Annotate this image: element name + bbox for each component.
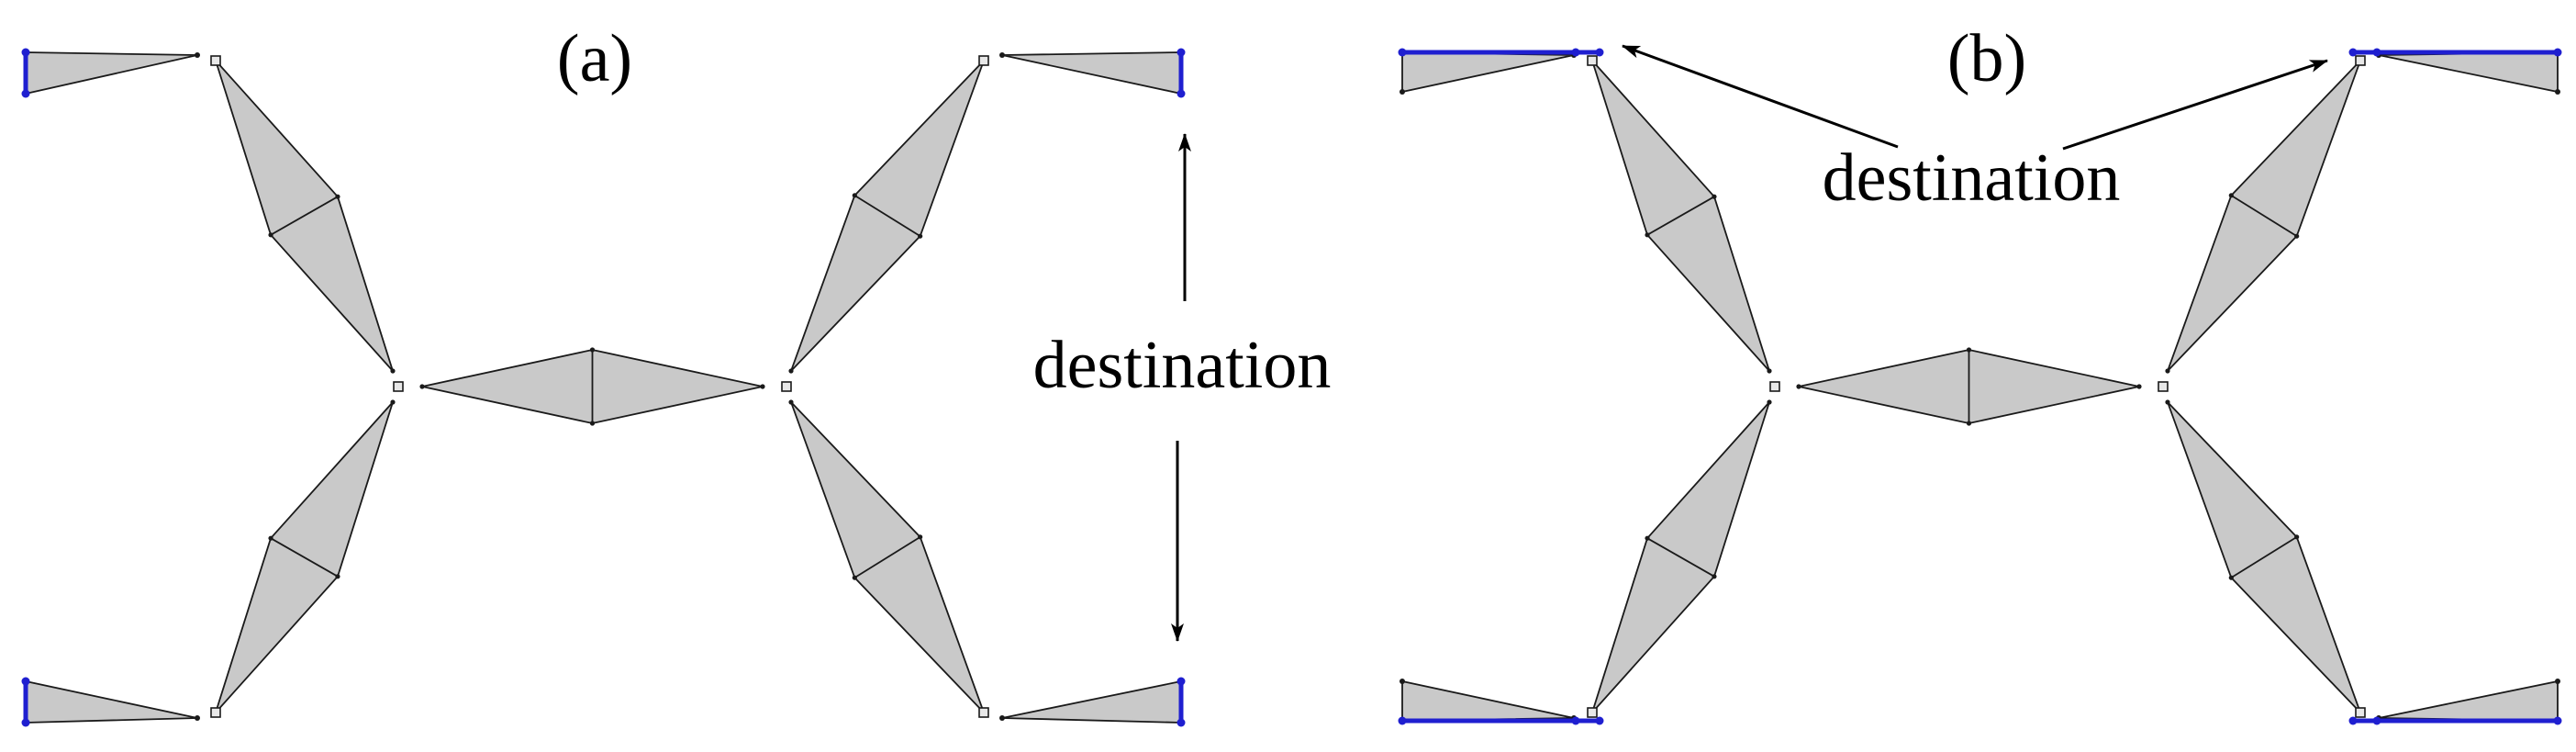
destination-node-top-right-1 [2372, 48, 2381, 57]
panel-b-destination-label: destination [1823, 140, 2121, 216]
arm-kite-bottom-left-node-2 [1645, 535, 1650, 541]
panel-a [21, 48, 1186, 727]
arm-kite-bottom-right-node-3 [2294, 534, 2300, 540]
arm-kite-top-left-brace [1646, 196, 1715, 236]
panel-b-arrow-right [2062, 59, 2328, 151]
arm-kite-top-right-node-3 [2228, 193, 2234, 198]
link-node-top-left-0 [195, 52, 200, 58]
center-kite-node-1 [760, 384, 765, 389]
arm-hub-bottom-left [1587, 707, 1598, 718]
arm-kite-bottom-left-brace [1646, 537, 1715, 578]
panel-a-label: (a) [557, 21, 632, 96]
arm-kite-top-left-node-3 [268, 232, 273, 238]
link-node-bottom-right-0 [999, 715, 1005, 721]
destination-node-top-right-0 [2553, 48, 2562, 57]
hub-left [1769, 381, 1780, 392]
center-kite-node-0 [1796, 384, 1801, 389]
panel-b-label: (b) [1947, 21, 2026, 96]
arm-kite-bottom-left-brace [270, 537, 339, 578]
link-tri-top-right [2378, 51, 2559, 94]
arm-hub-top-left [210, 55, 221, 66]
link-node-bottom-left-0 [195, 715, 200, 721]
arm-kite-top-right-node-2 [918, 233, 923, 239]
destination-node-top-left-2 [1595, 48, 1604, 57]
destination-node-bottom-left-0 [21, 677, 30, 686]
panel-a-destination-label: destination [1033, 328, 1332, 403]
arm-kite-bottom-left-node-3 [335, 574, 340, 579]
arm-kite-bottom-right-node-2 [852, 575, 857, 580]
link-node-bottom-left-2 [1400, 679, 1405, 684]
center-kite-node-0 [419, 384, 425, 389]
arm-kite-bottom-right-brace [2230, 536, 2298, 578]
arm-kite-top-left-node-2 [1712, 194, 1717, 199]
destination-node-top-right-1 [1176, 89, 1186, 98]
destination-node-bottom-right-0 [2553, 716, 2562, 725]
center-kite-node-3 [589, 347, 596, 353]
arm-kite-top-right-node-2 [2294, 233, 2300, 239]
link-tri-bottom-right [1001, 679, 1182, 724]
center-kite-node-2 [589, 421, 596, 426]
arm-kite-top-left-brace [270, 196, 339, 236]
hub-right [2158, 381, 2169, 392]
arm-hub-bottom-right [978, 707, 989, 718]
arm-hub-bottom-left [210, 707, 221, 718]
center-kite-node-2 [1966, 421, 1972, 426]
destination-node-bottom-left-0 [1398, 716, 1407, 725]
destination-node-bottom-right-1 [2372, 716, 2381, 725]
hub-right [781, 381, 792, 392]
arm-kite-bottom-left-node-0 [1767, 399, 1772, 405]
arm-kite-bottom-right-node-0 [788, 399, 794, 405]
destination-node-bottom-right-2 [2348, 716, 2358, 725]
arm-kite-bottom-right-brace [853, 536, 921, 578]
link-node-top-right-0 [999, 52, 1005, 58]
destination-node-bottom-right-1 [1176, 718, 1186, 727]
arm-hub-top-left [1587, 55, 1598, 66]
link-tri-bottom-right [2378, 679, 2559, 722]
arm-hub-top-right [2355, 55, 2366, 66]
arm-kite-bottom-right-node-2 [2228, 575, 2234, 580]
arm-kite-top-left-node-2 [335, 194, 340, 199]
link-node-top-right-2 [2555, 89, 2560, 95]
destination-node-top-right-2 [2348, 48, 2358, 57]
center-kite-node-1 [2136, 384, 2142, 389]
center-kite-node-3 [1966, 347, 1972, 353]
arm-kite-bottom-left-node-0 [390, 399, 396, 405]
arm-kite-top-left-node-0 [390, 368, 396, 374]
link-tri-top-left [1401, 51, 1575, 94]
destination-node-top-left-0 [21, 48, 30, 57]
link-tri-bottom-left [1401, 679, 1575, 722]
arm-kite-bottom-left-node-2 [268, 535, 273, 541]
link-node-top-left-2 [1400, 89, 1405, 95]
arm-kite-top-right-brace [2230, 195, 2298, 237]
panel-b-arrow-left [1622, 44, 1899, 149]
arm-kite-bottom-right-node-0 [2165, 399, 2170, 405]
arm-kite-top-right-node-0 [2165, 368, 2170, 374]
destination-node-bottom-left-1 [21, 718, 30, 727]
arm-kite-top-right-brace [853, 195, 921, 237]
arm-kite-top-left-node-3 [1645, 232, 1650, 238]
arm-kite-bottom-left-node-3 [1712, 574, 1717, 579]
arm-hub-top-right [978, 55, 989, 66]
destination-node-top-right-0 [1176, 48, 1186, 57]
link-node-bottom-right-2 [2555, 679, 2560, 684]
panel-b [1398, 48, 2562, 725]
destination-node-top-left-1 [21, 89, 30, 98]
arm-kite-top-right-node-0 [788, 368, 794, 374]
arm-hub-bottom-right [2355, 707, 2366, 718]
link-tri-bottom-left [25, 679, 198, 724]
link-tri-top-left [25, 51, 198, 95]
arm-kite-bottom-right-node-3 [918, 534, 923, 540]
destination-node-top-left-1 [1571, 48, 1580, 57]
arm-kite-top-left-node-0 [1767, 368, 1772, 374]
destination-node-bottom-right-0 [1176, 677, 1186, 686]
destination-node-bottom-left-2 [1595, 716, 1604, 725]
arm-kite-top-right-node-3 [852, 193, 857, 198]
hub-left [393, 381, 404, 392]
link-tri-top-right [1001, 51, 1182, 95]
destination-node-bottom-left-1 [1571, 716, 1580, 725]
destination-node-top-left-0 [1398, 48, 1407, 57]
